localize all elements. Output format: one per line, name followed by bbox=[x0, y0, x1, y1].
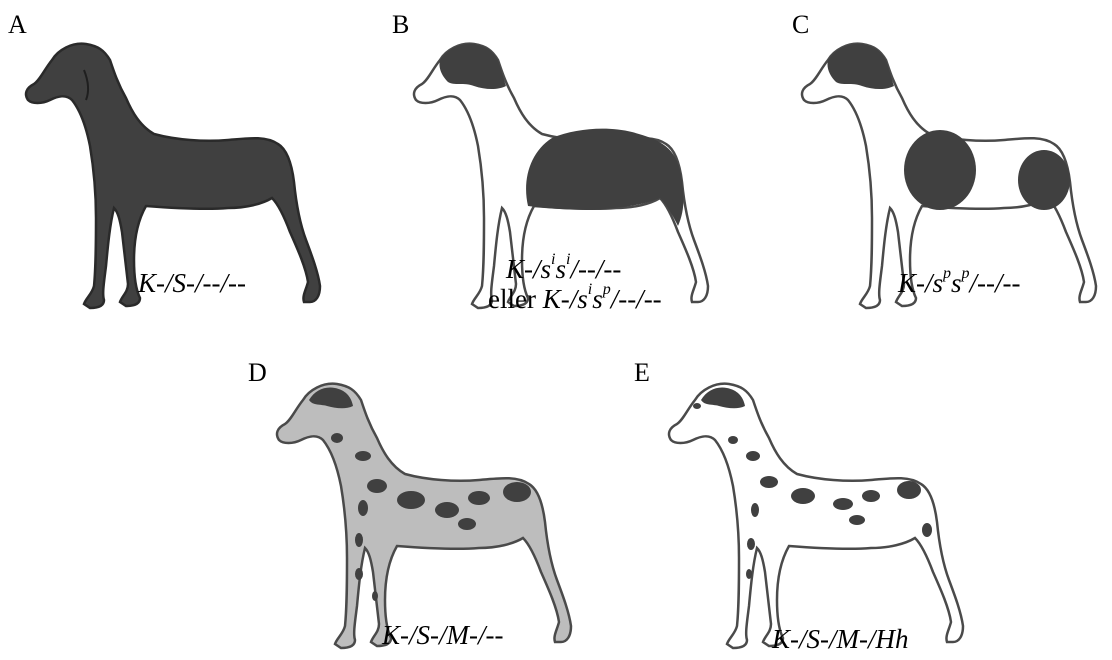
genotype-b-line1: K-/sisi/--/-- bbox=[506, 254, 621, 284]
genotype-c: K-/spsp/--/-- bbox=[898, 268, 1021, 298]
genotype-e: K-/S-/M-/Hh bbox=[772, 624, 908, 654]
genotype-a: K-/S-/--/-- bbox=[138, 268, 246, 298]
genotype-b-sup3: i bbox=[588, 281, 592, 298]
genotype-c-suffix: /--/-- bbox=[970, 268, 1021, 298]
panel-b: B K-/sisi/--/-- eller K-/sisp/--/-- bbox=[370, 0, 740, 330]
genotype-b-sup1: i bbox=[551, 251, 555, 268]
or-word: eller bbox=[488, 284, 536, 314]
genotype-b-line1-mid: s bbox=[555, 254, 566, 284]
genotype-b-line2: eller K-/sisp/--/-- bbox=[488, 284, 662, 314]
genotype-c-sup1: p bbox=[943, 265, 951, 282]
genotype-c-prefix: K-/s bbox=[898, 268, 943, 298]
genotype-b-sup4: p bbox=[603, 281, 611, 298]
genotype-b-line2-suffix: /--/-- bbox=[611, 284, 662, 314]
genotype-b-line2-prefix: K-/s bbox=[543, 284, 588, 314]
genotype-b-line2-mid: s bbox=[592, 284, 603, 314]
genotype-c-sup2: p bbox=[962, 265, 970, 282]
panel-e: E K-/S-/M-/Hh bbox=[612, 330, 992, 660]
genotype-d: K-/S-/M-/-- bbox=[382, 620, 503, 650]
panel-label-e: E bbox=[634, 360, 650, 386]
dog-illustration-d bbox=[260, 360, 590, 660]
panel-d: D K-/S-/M-/-- bbox=[230, 330, 610, 660]
genotype-c-mid: s bbox=[951, 268, 962, 298]
panel-c: C K-/spsp/--/-- bbox=[750, 0, 1112, 330]
genotype-b-line1-suffix: /--/-- bbox=[570, 254, 621, 284]
genotype-b-sup2: i bbox=[566, 251, 570, 268]
genotype-b-line1-prefix: K-/s bbox=[506, 254, 551, 284]
panel-a: A K-/S-/--/-- bbox=[0, 0, 360, 330]
dog-illustration-e bbox=[652, 360, 982, 660]
